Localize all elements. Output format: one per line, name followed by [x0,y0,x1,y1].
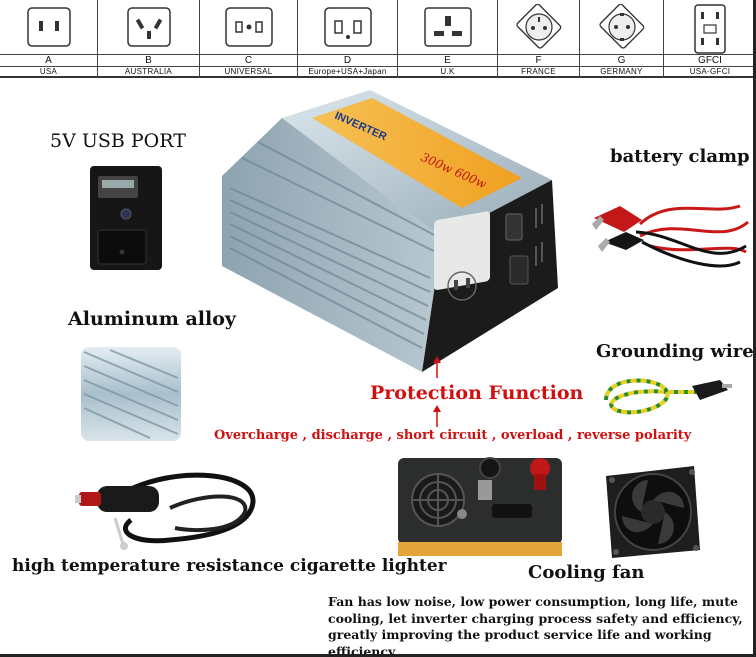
protection-list: Overcharge , discharge , short circuit ,… [214,428,692,443]
cooling-fan-photo [606,466,700,558]
usb-port-label: 5V USB PORT [50,130,186,152]
fan-description-line-2: cooling, let inverter charging process s… [328,610,743,626]
socket-type-strip: A USA B AUSTRALIA C UNIVERSAL D Europe+U… [0,0,756,78]
fan-description-line-3: greatly improving the product service li… [328,627,712,657]
fan-description: Fan has low noise, low power consumption… [328,594,756,657]
battery-clamp-photo [592,204,749,268]
socket-region: USA [0,66,97,76]
socket-gfci: GFCI USA-GFCI [664,0,756,78]
socket-c: C UNIVERSAL [200,0,298,78]
multi-region-socket-icon [323,7,372,47]
socket-region: UNIVERSAL [200,66,297,76]
aluminum-texture-photo [81,347,181,441]
socket-region: GERMANY [580,66,663,76]
socket-g: G GERMANY [580,0,664,78]
arrow-up-icon [433,405,441,427]
socket-code: C [200,54,297,66]
fan-description-line-1: Fan has low noise, low power consumption… [328,594,738,609]
socket-region: USA-GFCI [664,66,756,76]
inverter-photo: INVERTER 300w 600w [222,90,558,372]
usb-port-photo [90,166,162,270]
socket-region: U.K [398,66,497,76]
usa-socket-icon [26,7,71,47]
grounding-wire-photo [604,378,732,415]
socket-region: AUSTRALIA [98,66,199,76]
socket-region: Europe+USA+Japan [298,66,397,76]
france-socket-icon [515,4,561,49]
battery-clamp-label: battery clamp [610,146,750,167]
socket-code: G [580,54,663,66]
australia-socket-icon [126,7,171,47]
aluminum-alloy-label: Aluminum alloy [68,308,236,330]
socket-d: D Europe+USA+Japan [298,0,398,78]
universal-socket-icon [224,7,273,47]
cigarette-lighter-label: high temperature resistance cigarette li… [12,556,447,576]
protection-function-title: Protection Function [370,382,584,404]
germany-socket-icon [598,4,644,49]
inverter-back-panel-photo [398,457,562,556]
grounding-wire-label: Grounding wire [596,341,754,362]
socket-b: B AUSTRALIA [98,0,200,78]
cooling-fan-label: Cooling fan [528,562,645,583]
inverter-outlet [434,211,490,290]
gfci-socket-icon [694,4,726,54]
socket-code: F [498,54,579,66]
bottom-border [0,654,756,657]
socket-a: A USA [0,0,98,78]
socket-code: GFCI [664,54,756,66]
socket-region: FRANCE [498,66,579,76]
uk-socket-icon [423,7,472,47]
socket-code: A [0,54,97,66]
socket-f: F FRANCE [498,0,580,78]
right-border [753,0,756,657]
socket-e: E U.K [398,0,498,78]
socket-code: B [98,54,199,66]
arrow-up-icon [433,356,441,378]
socket-code: E [398,54,497,66]
cigarette-lighter-photo [75,472,256,550]
socket-code: D [298,54,397,66]
